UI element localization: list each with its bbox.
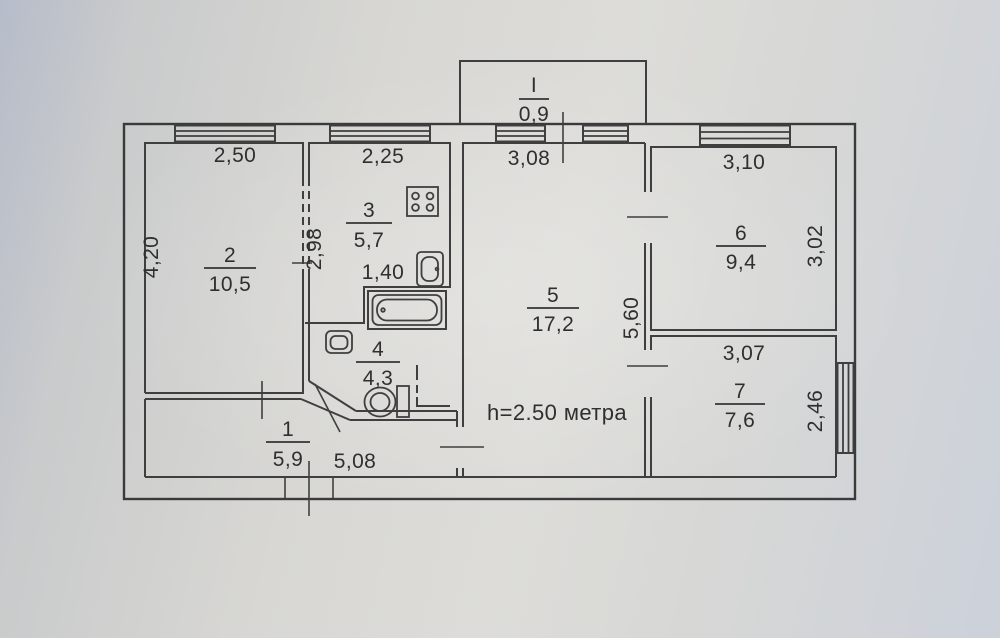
toilet-icon [363, 385, 410, 418]
room-1-area: 5,9 [273, 448, 303, 471]
kitchen-outline [305, 142, 451, 324]
dim-wall-2-3: 2,98 [303, 228, 326, 270]
bath-angled-wall-outer [300, 398, 351, 421]
room-7-number: 7 [734, 380, 746, 403]
dim-room2-depth: 4,20 [140, 236, 163, 278]
stove-icon [406, 186, 439, 217]
kitchen-sink-icon [416, 251, 444, 287]
balcony-outline [459, 60, 647, 124]
room2-outline [144, 142, 304, 394]
balcony-numeral: I [531, 74, 537, 97]
dim-wall-5-67: 5,60 [620, 297, 643, 339]
dim-room3-width: 2,25 [362, 145, 404, 168]
dim-room6-depth: 3,02 [804, 225, 827, 267]
window-room2-icon [174, 124, 276, 143]
labels: I 0,9 1 5,9 2 10,5 3 5,7 4 4,3 5 17,2 6 … [140, 74, 827, 473]
dim-room7-depth: 2,46 [804, 390, 827, 432]
room-2-area: 10,5 [209, 273, 251, 296]
dim-room7-width: 3,07 [723, 342, 765, 365]
walls [122, 60, 857, 516]
room-4-area: 4,3 [363, 367, 393, 390]
window-kitchen-icon [329, 124, 431, 143]
window-room5-right-icon [582, 124, 629, 143]
bath-door-mark [314, 383, 341, 433]
room-2-number: 2 [224, 244, 236, 267]
windows [174, 124, 855, 454]
dim-room2-width: 2,50 [214, 144, 256, 167]
dim-bath-nook: 1,40 [362, 261, 404, 284]
room5-outline [462, 142, 646, 477]
room-6-area: 9,4 [726, 251, 756, 274]
ceiling-height-note: h=2.50 метра [487, 400, 627, 425]
room-3-number: 3 [363, 199, 375, 222]
room-6-number: 6 [735, 222, 747, 245]
dim-room6-width: 3,10 [723, 151, 765, 174]
room-3-area: 5,7 [354, 229, 384, 252]
window-room5-left-icon [495, 124, 546, 143]
hall-outline [144, 398, 836, 478]
room-4-number: 4 [372, 338, 384, 361]
balcony-area: 0,9 [519, 103, 549, 126]
bathroom-sink-icon [325, 330, 353, 354]
room-1-number: 1 [282, 418, 294, 441]
room-5-number: 5 [547, 284, 559, 307]
window-room7-icon [836, 362, 855, 454]
dim-room5-width: 3,08 [508, 147, 550, 170]
room6-outline [650, 146, 837, 331]
dim-hall-width: 5,08 [334, 450, 376, 473]
room7-outline [650, 335, 837, 477]
outer-wall [122, 122, 857, 501]
room-7-area: 7,6 [725, 409, 755, 432]
window-room6-icon [699, 124, 791, 146]
bathtub-icon [367, 290, 447, 330]
fixtures [325, 186, 447, 418]
toilet-partition [416, 365, 450, 407]
room-5-area: 17,2 [532, 313, 574, 336]
